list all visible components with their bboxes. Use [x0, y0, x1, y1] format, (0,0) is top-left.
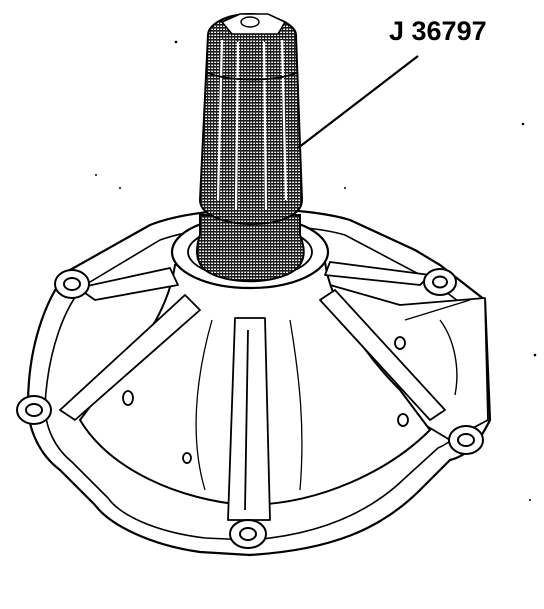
tool-lower-shaft — [196, 214, 305, 283]
rib-right-inner — [289, 319, 303, 491]
tool-facet-left — [216, 39, 224, 201]
tool-shoulder — [205, 71, 299, 81]
hole-left — [122, 390, 134, 406]
tool-facet-center-right — [262, 41, 268, 211]
rib-center — [227, 317, 271, 521]
callout-label-tool-number: J 36797 — [389, 16, 487, 46]
rib-right — [319, 289, 446, 421]
hole-left-lower — [182, 452, 192, 464]
tool-facet-center-left — [234, 41, 240, 211]
tool-top-hole — [240, 16, 260, 28]
lug-right — [448, 425, 484, 455]
right-mount-inner — [439, 319, 458, 396]
hole-right — [397, 413, 409, 427]
rib-center-inner — [244, 329, 249, 511]
housing-ribs — [59, 261, 446, 521]
rib-left-inner — [195, 319, 213, 491]
j36797-tool — [196, 12, 305, 283]
housing-inner-flange — [44, 225, 471, 541]
tool-facet-right — [280, 39, 288, 201]
right-mount-inner-2 — [404, 299, 471, 321]
housing-holes — [122, 336, 409, 464]
hole-right-upper — [394, 336, 406, 350]
lug-top-right — [423, 268, 457, 296]
bolt-lugs — [16, 268, 484, 549]
rib-left — [59, 294, 201, 421]
lug-left — [16, 395, 52, 425]
lug-top-left — [54, 269, 90, 299]
lug-bottom — [229, 519, 267, 549]
callout-leader-line — [297, 55, 419, 149]
scan-specks — [95, 40, 537, 501]
